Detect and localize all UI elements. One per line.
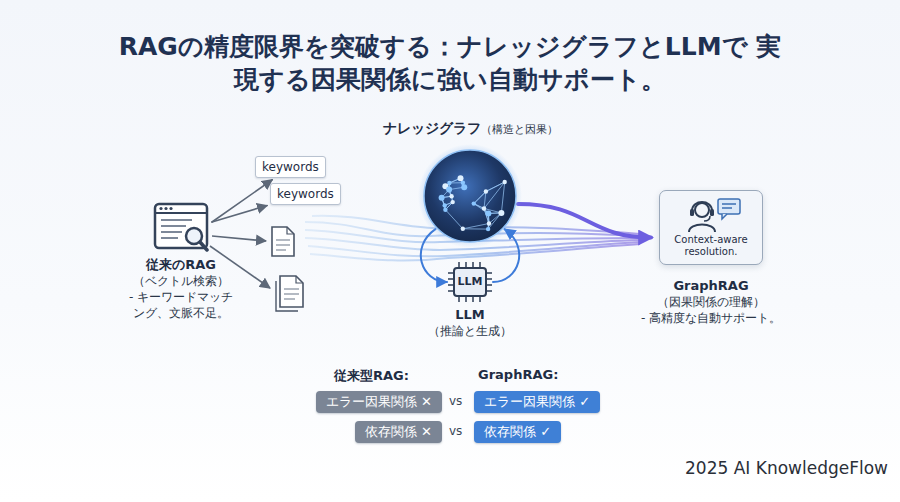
node-note: （因果関係の理解） [632, 294, 790, 310]
support-agent-icon [680, 196, 742, 234]
sup-node: Context-aware resolution. GraphRAG（因果関係の理… [632, 190, 790, 326]
button-label: 依存関係 ✓ [484, 423, 551, 441]
button-label: エラー因果関係 ✓ [484, 393, 590, 411]
node-note: （推論と生成） [420, 323, 520, 339]
comparison-button: エラー因果関係 ✓ [474, 391, 600, 413]
node-note: - キーワードマッチ ング、文脈不足。 [124, 289, 238, 321]
document-icon [276, 276, 303, 311]
column-heading: GraphRAG: [478, 367, 558, 382]
column-heading: 従来型RAG: [334, 367, 409, 385]
comparison-button: エラー因果関係 ✕ [316, 391, 442, 413]
graph-node: ナレッジグラフ（構造と因果） [375, 118, 565, 248]
node-heading: ナレッジグラフ [383, 120, 481, 136]
flow-arrow [518, 204, 651, 238]
node-heading: GraphRAG [632, 277, 790, 294]
comparison-button: 依存関係 ✕ [355, 421, 442, 443]
keyword-tag: keywords [277, 186, 334, 202]
chip-body: LLM [447, 262, 493, 302]
knowledge-graph-sphere [418, 144, 522, 248]
kw-node: keywords [270, 183, 341, 205]
watermark: 2025 AI KnowledgeFlow [685, 458, 888, 478]
node-note: （構造と因果） [481, 123, 558, 136]
llm-node: LLMLLM（推論と生成） [420, 262, 520, 339]
rag-node: 従来のRAG（ベクトル検索）- キーワードマッチ ング、文脈不足。 [124, 200, 238, 321]
kw-node: keywords [255, 156, 326, 178]
pointer-arrow [212, 205, 267, 222]
button-label: エラー因果関係 ✕ [326, 393, 432, 411]
diagram-title: RAGの精度限界を突破する：ナレッジグラフとLLMで 実現する因果関係に強い自動… [115, 30, 785, 96]
chip-label: LLM [447, 262, 493, 302]
button-label: 依存関係 ✕ [365, 423, 432, 441]
document-icon [272, 227, 294, 256]
node-heading: 従来のRAG [124, 256, 238, 273]
vs-label: vs [449, 424, 462, 438]
comparison-button: 依存関係 ✓ [474, 421, 561, 443]
pointer-arrow [212, 180, 272, 222]
heading-row: ナレッジグラフ（構造と因果） [375, 118, 565, 138]
node-note: - 高精度な自動サポート。 [632, 310, 790, 326]
keyword-tag: keywords [262, 159, 319, 175]
vs-label: vs [449, 394, 462, 408]
support-box: Context-aware resolution. [659, 190, 763, 265]
node-heading: LLM [420, 306, 520, 323]
node-note: （ベクトル検索） [124, 273, 238, 289]
box-caption: Context-aware resolution. [664, 234, 758, 258]
search-window-icon [152, 200, 210, 252]
